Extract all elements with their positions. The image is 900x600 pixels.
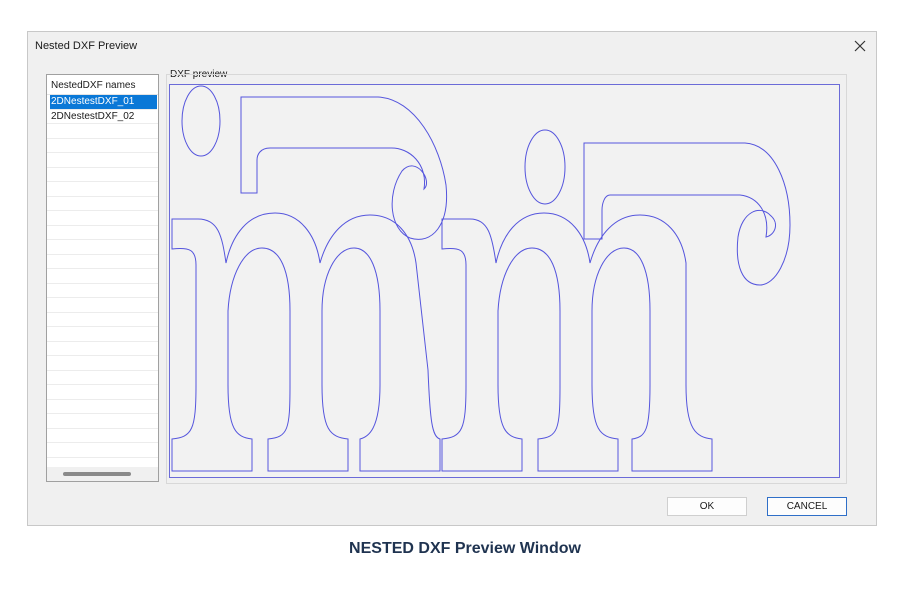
m-glyph-outline [441,212,713,472]
list-item[interactable]: 2DNestestDXF_02 [47,110,158,124]
nested-dxf-preview-dialog: Nested DXF Preview NestedDXF names 2DNes… [27,31,877,526]
empty-row [47,298,158,313]
empty-row [47,443,158,458]
empty-row [47,211,158,226]
empty-row [47,269,158,284]
dxf-outline-drawing [171,85,791,472]
window-title: Nested DXF Preview [35,40,138,52]
close-button[interactable] [850,36,870,56]
empty-row [47,356,158,371]
empty-row [47,385,158,400]
ok-button[interactable]: OK [667,497,747,516]
dxf-preview-group [166,74,847,484]
i-dot-outline [524,129,566,205]
empty-row [47,284,158,298]
scrollbar-thumb[interactable] [63,472,131,476]
r-hook-outline [240,96,448,240]
i-dot-outline [181,85,221,157]
empty-row [47,414,158,429]
empty-row [47,182,158,197]
empty-row [47,124,158,139]
title-bar: Nested DXF Preview [28,32,876,60]
list-item[interactable]: 2DNestestDXF_01 [50,95,157,110]
close-icon [854,40,866,52]
horizontal-scrollbar[interactable] [47,467,158,481]
empty-row [47,226,158,240]
empty-row [47,153,158,168]
empty-row [47,313,158,327]
empty-row [47,168,158,182]
empty-row [47,240,158,255]
empty-row [47,139,158,153]
figure-caption: NESTED DXF Preview Window [349,540,581,557]
dxf-preview-canvas[interactable] [169,84,840,478]
empty-row [47,197,158,211]
empty-row [47,400,158,414]
empty-row [47,429,158,443]
list-column-header[interactable]: NestedDXF names [47,75,158,95]
cancel-button[interactable]: CANCEL [767,497,847,516]
empty-row [47,342,158,356]
empty-row [47,255,158,269]
empty-row [47,371,158,385]
r-hook-outline [583,142,791,286]
empty-row [47,327,158,342]
m-glyph-outline [171,212,441,472]
nested-dxf-names-list[interactable]: NestedDXF names 2DNestestDXF_01 2DNestes… [46,74,159,482]
